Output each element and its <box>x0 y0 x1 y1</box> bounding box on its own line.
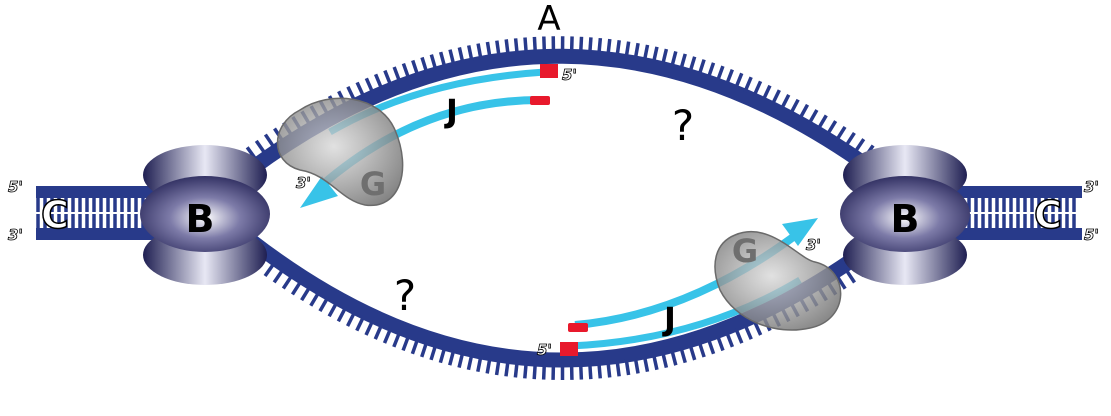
top-rna-primer <box>530 96 550 105</box>
label-b-right: B <box>891 197 920 241</box>
right-clamp <box>840 145 970 285</box>
end-right-top: 3' <box>1084 178 1099 196</box>
label-c-right: C <box>1034 193 1062 237</box>
label-b-left: B <box>186 197 215 241</box>
top-new-strand-arrowhead <box>300 176 338 208</box>
bottom-primer-on-template <box>560 342 578 356</box>
end-primer-bottom: 5' <box>537 341 552 359</box>
label-j-top: J <box>444 92 458 130</box>
end-primer-top: 5' <box>562 66 577 84</box>
question-mark-top: ? <box>672 101 694 150</box>
end-arrow-bottom: 3' <box>806 236 821 254</box>
label-c-left: C <box>41 193 69 237</box>
end-left-bottom: 3' <box>8 226 23 244</box>
right-parental-duplex <box>950 186 1082 240</box>
question-mark-bottom: ? <box>394 271 416 320</box>
bottom-enzyme <box>714 230 842 331</box>
left-parental-duplex <box>36 186 166 240</box>
bottom-new-strand-arrowhead <box>782 218 818 246</box>
bottom-rna-primer <box>568 323 588 332</box>
label-j-bottom: J <box>662 300 676 338</box>
label-a: A <box>537 0 560 39</box>
end-arrow-top: 3' <box>296 174 311 192</box>
top-enzyme <box>276 97 404 207</box>
left-clamp <box>140 145 270 285</box>
end-left-top: 5' <box>8 178 23 196</box>
label-g-bottom: G <box>732 232 758 270</box>
label-g-top: G <box>360 165 386 203</box>
top-primer-on-template <box>540 64 558 78</box>
end-right-bottom: 5' <box>1084 226 1099 244</box>
